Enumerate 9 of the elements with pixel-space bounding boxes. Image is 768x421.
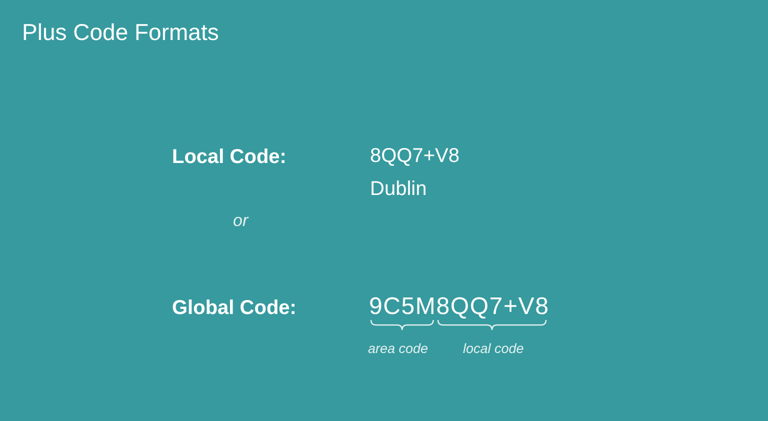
code-text: 9C5M8QQ7+V8 — [369, 293, 550, 322]
brace-caption: area code — [368, 341, 428, 358]
field-heading: Local Code: — [172, 145, 286, 169]
place-name: Dublin — [370, 177, 427, 201]
slide-title: Plus Code Formats — [22, 19, 219, 47]
connector-word: or — [233, 211, 248, 232]
brace-caption: local code — [463, 341, 524, 358]
code-text: 8QQ7+V8 — [370, 144, 460, 168]
field-heading: Global Code: — [172, 296, 296, 320]
